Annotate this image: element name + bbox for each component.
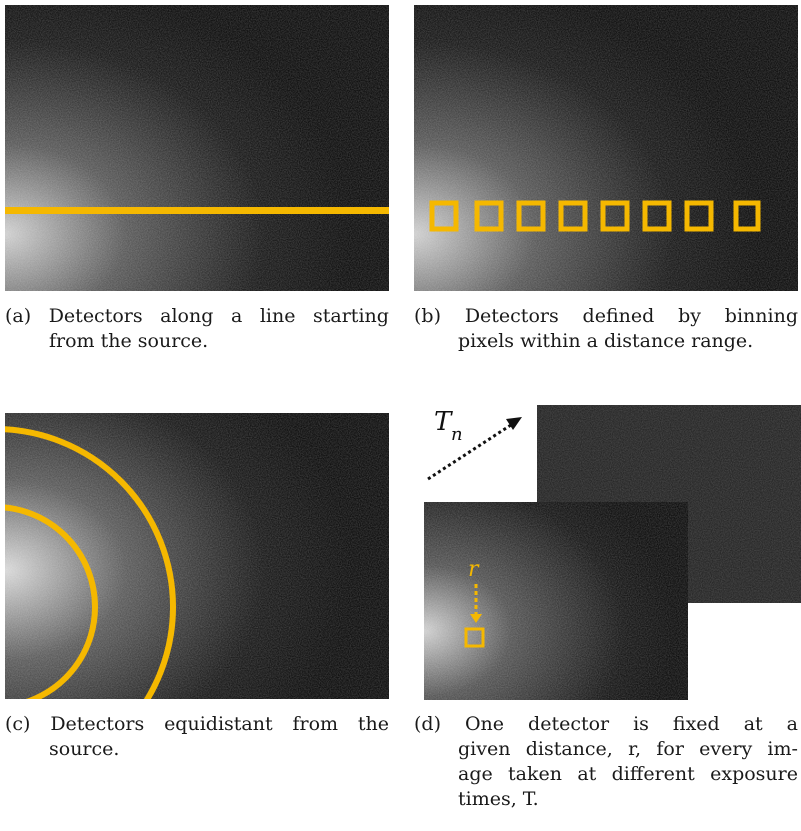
caption-a-label: (a): [5, 305, 32, 327]
detector-bin: [642, 200, 672, 232]
detector-bins: [429, 200, 761, 232]
caption-d-label: (d): [414, 713, 441, 735]
detector-bin: [429, 200, 459, 232]
panel-b-image: [414, 5, 798, 291]
detector-bin: [558, 200, 588, 232]
exposure-arrow: T n: [427, 407, 522, 481]
caption-c-label: (c): [5, 713, 31, 735]
detector-bin: [600, 200, 630, 232]
detector-bin: [474, 200, 504, 232]
caption-b: (b) Detectors defined by binning pixels …: [414, 305, 798, 352]
caption-d: (d) One detector is fixed at a given dis…: [414, 713, 798, 810]
caption-b-label: (b): [414, 305, 441, 327]
symbol-n: n: [451, 424, 463, 445]
detector-bin: [516, 200, 546, 232]
panel-d: r T n: [414, 395, 801, 705]
symbol-r: r: [468, 557, 480, 582]
fixed-detector: [464, 627, 485, 648]
detector-ring-inner: [5, 504, 98, 699]
detector-ring-outer: [5, 426, 176, 699]
panel-c-image: [5, 413, 389, 699]
panel-a-image: [5, 5, 389, 291]
caption-a: (a) Detectors along a line starting from…: [5, 305, 389, 352]
panel-d-front-image: r: [424, 502, 688, 700]
detector-bin: [733, 200, 761, 232]
caption-c: (c) Detectors equidistant from the sourc…: [5, 713, 389, 760]
symbol-T: T: [434, 407, 453, 437]
detector-line: [5, 207, 389, 214]
detector-bin: [684, 200, 714, 232]
distance-arrowhead: [470, 614, 482, 623]
